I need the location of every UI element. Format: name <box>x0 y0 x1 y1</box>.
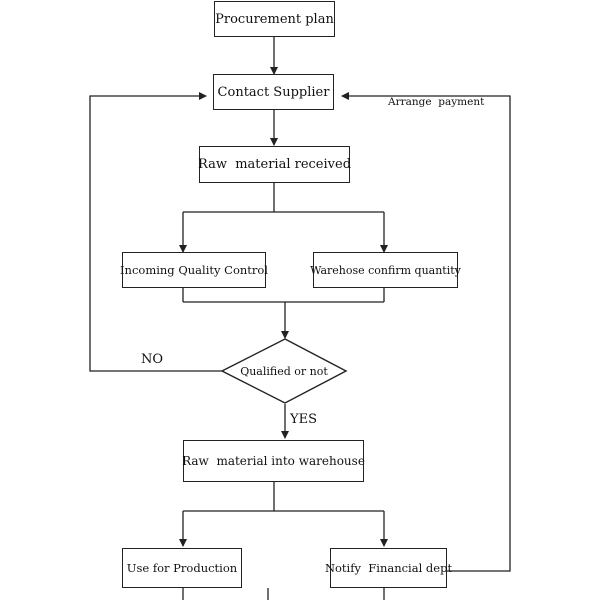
node-raw-material-received-label: Raw material received <box>197 157 352 172</box>
edge-label-yes: YES <box>290 412 317 427</box>
node-raw-material-received: Raw material received <box>197 146 352 183</box>
node-notify-financial-label: Notify Financial dept <box>324 561 453 575</box>
decision-diamond <box>220 338 348 404</box>
node-notify-financial: Notify Financial dept <box>325 548 452 588</box>
edge-label-no: NO <box>141 352 164 367</box>
decision-label: Qualified or not <box>240 364 328 378</box>
node-contact-supplier: Contact Supplier <box>213 74 334 110</box>
node-use-for-production: Use for Production <box>122 548 242 588</box>
edge-label-arrange-payment: Arrange payment <box>388 96 485 108</box>
node-procurement-plan: Procurement plan <box>214 1 335 37</box>
node-use-for-production-label: Use for Production <box>126 561 238 575</box>
node-incoming-qc-label: Incoming Quality Control <box>120 263 268 277</box>
node-warehouse-confirm-label: Warehose confirm quantity <box>310 263 461 277</box>
node-procurement-plan-label: Procurement plan <box>215 11 334 27</box>
node-warehouse-confirm: Warehose confirm quantity <box>310 252 461 288</box>
edge-no-loop <box>89 92 222 372</box>
edge-payment-loop <box>341 92 511 572</box>
node-incoming-qc: Incoming Quality Control <box>120 252 268 288</box>
node-into-warehouse-label: Raw material into warehouse <box>182 454 365 468</box>
node-into-warehouse: Raw material into warehouse <box>182 440 365 482</box>
node-contact-supplier-label: Contact Supplier <box>217 84 330 100</box>
